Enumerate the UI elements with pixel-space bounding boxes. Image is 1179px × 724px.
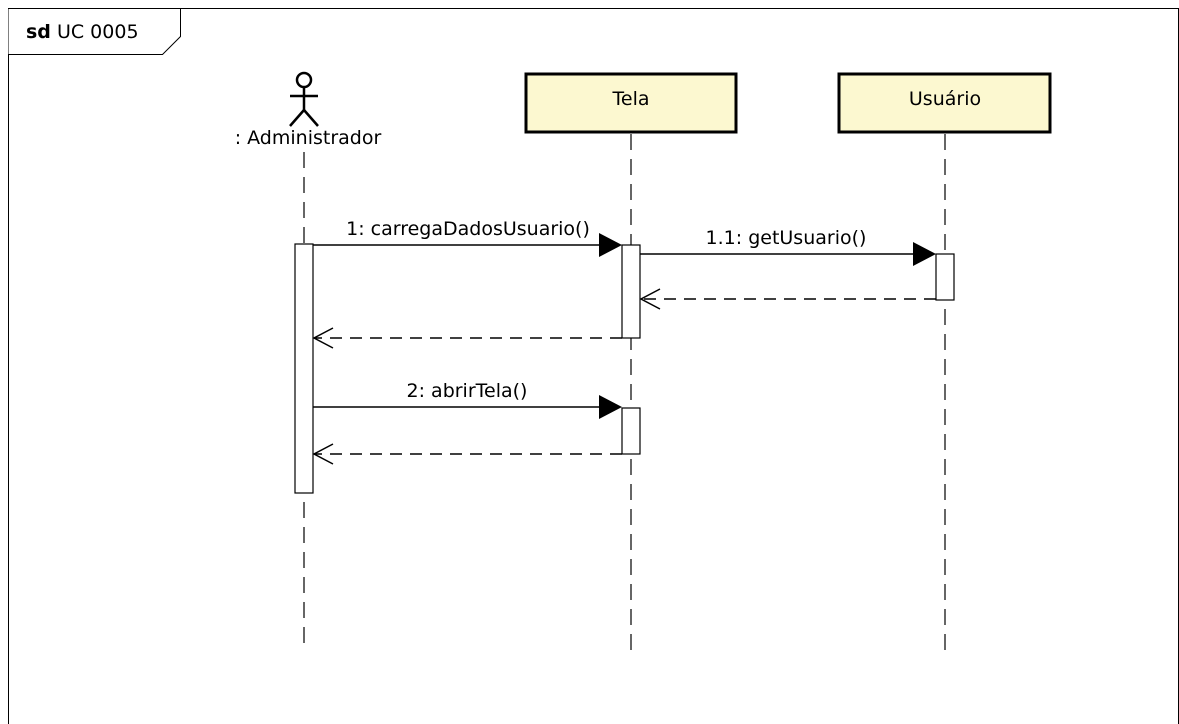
activation-tela-1 [621,244,641,339]
frame-tab [8,8,181,55]
message-label-1-1: 1.1: getUsuario() [706,227,867,249]
message-2[interactable]: 2: abrirTela() [313,380,622,419]
actor-icon [289,71,319,127]
activation-administrador [294,243,314,494]
arrowhead-filled [913,242,936,266]
message-1[interactable]: 1: carregaDadosUsuario() [313,218,622,257]
arrowhead-open [312,327,334,349]
activation-usuario [935,253,955,301]
arrowhead-filled [599,395,622,419]
message-label-1: 1: carregaDadosUsuario() [346,218,590,240]
frame-title: sd UC 0005 [26,21,139,43]
arrowhead-filled [599,233,622,257]
lifeline-box-usuario[interactable] [837,72,1052,134]
activation-tela-2 [621,407,641,455]
return-message-tela-admin-2[interactable] [312,443,622,465]
lifeline-label-tela: Tela [612,88,650,110]
lifeline-label-usuario: Usuário [909,88,981,110]
return-message-tela-admin-1[interactable] [312,327,622,349]
arrowhead-open [639,288,661,310]
arrowhead-open [312,443,334,465]
return-message-usuario-tela[interactable] [639,288,936,310]
message-label-2: 2: abrirTela() [407,380,528,402]
lifeline-box-tela[interactable] [524,72,738,134]
message-1-1[interactable]: 1.1: getUsuario() [640,227,936,266]
lifeline-label-administrador: : Administrador [235,127,382,149]
